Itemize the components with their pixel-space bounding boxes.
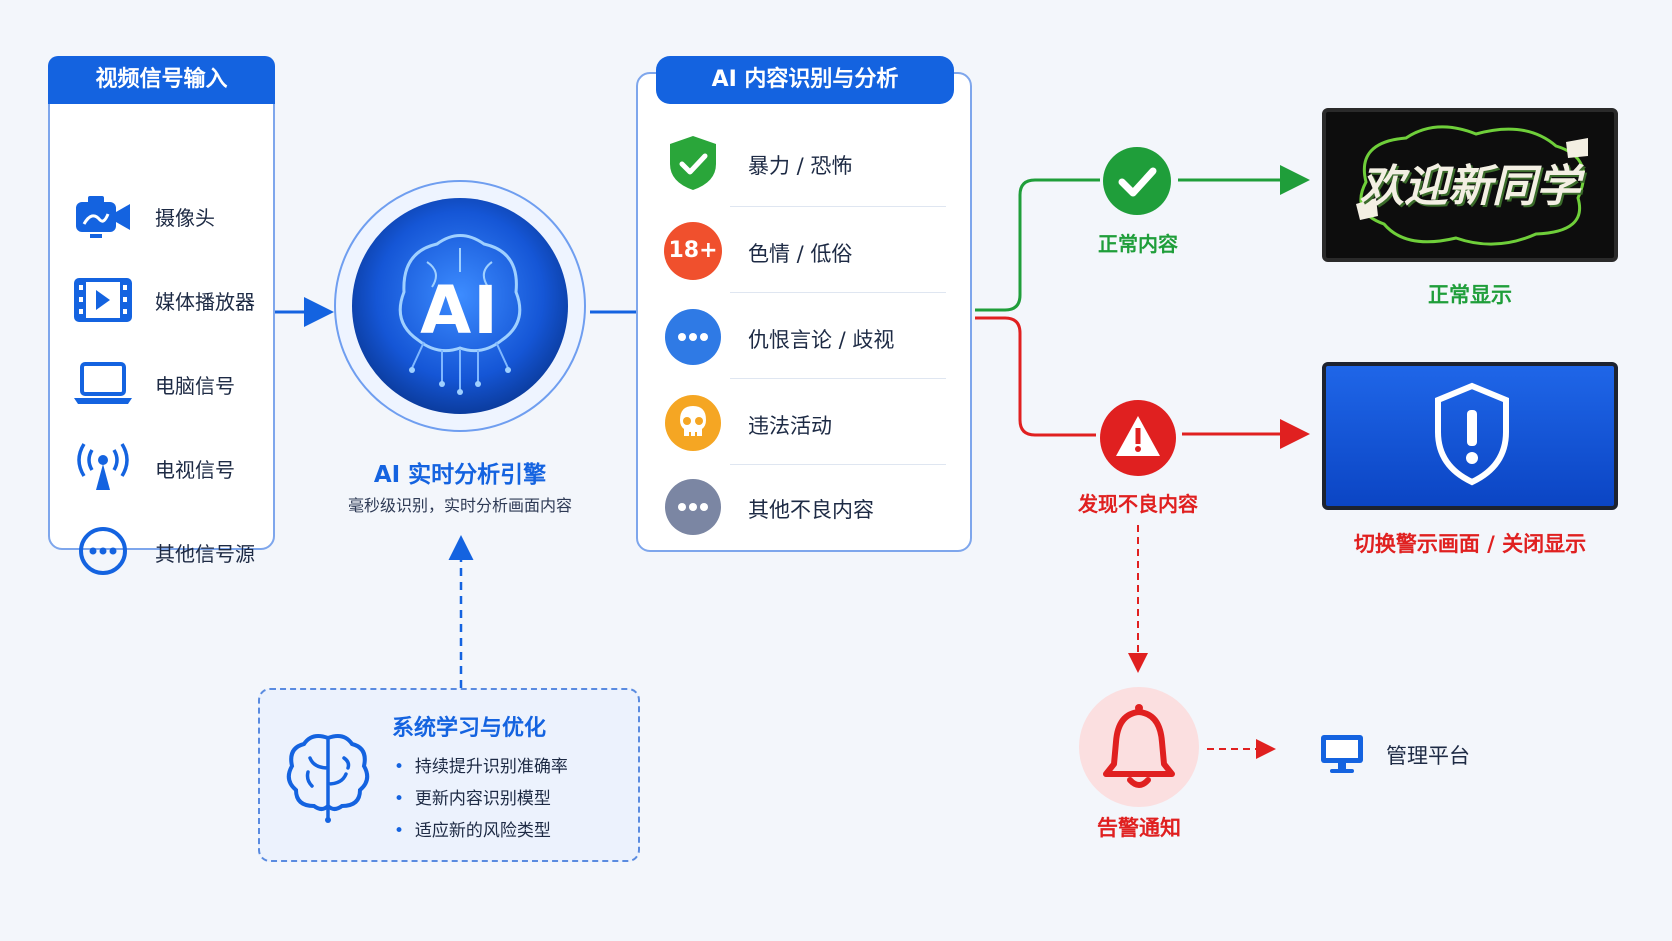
source-computer: 电脑信号 xyxy=(50,354,310,414)
category-other: 其他不良内容 xyxy=(638,474,968,544)
chalk-splash-graphic xyxy=(1356,125,1588,246)
divider xyxy=(730,378,946,379)
source-label: 电脑信号 xyxy=(155,374,235,398)
category-label: 暴力 / 恐怖 xyxy=(748,154,853,178)
source-other: 其他信号源 xyxy=(50,522,310,582)
normal-content-label: 正常内容 xyxy=(1098,232,1178,256)
18-plus-icon: 18+ xyxy=(664,222,722,280)
antenna-icon xyxy=(77,443,129,490)
check-circle-icon xyxy=(1103,147,1171,215)
brain-icon xyxy=(286,734,370,823)
camera-icon xyxy=(76,196,130,238)
chat-dots-icon xyxy=(665,309,721,365)
ai-badge: AI xyxy=(420,272,500,349)
arrow-to-bad xyxy=(975,316,1096,437)
engine-title: AI 实时分析引擎 xyxy=(373,462,547,488)
divider xyxy=(730,206,946,207)
input-panel-title: 视频信号输入 xyxy=(48,56,275,104)
bullet-dot: • xyxy=(394,789,415,809)
category-violence: 暴力 / 恐怖 xyxy=(638,130,968,200)
bullet-dot: • xyxy=(394,757,415,777)
learning-title: 系统学习与优化 xyxy=(392,716,547,741)
learning-item: • 更新内容识别模型 xyxy=(394,784,551,809)
bullet-dot: • xyxy=(394,821,415,841)
warning-circle-icon xyxy=(1100,400,1176,476)
learning-panel: 系统学习与优化 • 持续提升识别准确率 • 更新内容识别模型 • 适应新的风险类… xyxy=(258,688,640,862)
more-dots-icon xyxy=(665,479,721,535)
welcome-text: 欢迎新同学 xyxy=(1360,161,1580,212)
category-illegal: 违法活动 xyxy=(638,390,968,460)
source-label: 其他信号源 xyxy=(155,542,255,566)
category-label: 违法活动 xyxy=(748,414,832,438)
management-platform-label: 管理平台 xyxy=(1386,744,1470,768)
category-label: 色情 / 低俗 xyxy=(748,242,853,266)
laptop-icon xyxy=(74,362,132,404)
analysis-panel: AI 内容识别与分析 暴力 / 恐怖 18+ 色情 / 低俗 仇恨言论 / 歧视… xyxy=(636,56,972,552)
18-plus-text: 18+ xyxy=(668,238,718,263)
shield-check-icon xyxy=(670,136,716,190)
category-hate-speech: 仇恨言论 / 歧视 xyxy=(638,304,968,374)
divider xyxy=(730,464,946,465)
arrow-to-normal xyxy=(975,178,1100,312)
learning-item: • 持续提升识别准确率 xyxy=(394,752,568,777)
source-label: 电视信号 xyxy=(155,458,235,482)
learning-item: • 适应新的风险类型 xyxy=(394,816,551,841)
category-label: 仇恨言论 / 歧视 xyxy=(748,328,895,352)
ai-engine: AI xyxy=(332,172,588,440)
film-icon xyxy=(74,278,132,322)
warning-screen xyxy=(1322,362,1618,510)
normal-display-label: 正常显示 xyxy=(1428,283,1512,307)
shield-alert-icon xyxy=(1435,382,1509,486)
input-panel: 视频信号输入 摄像头 媒体播放器 电脑信号 xyxy=(48,56,275,575)
source-label: 摄像头 xyxy=(155,206,215,230)
category-porn: 18+ 色情 / 低俗 xyxy=(638,218,968,288)
source-media-player: 媒体播放器 xyxy=(50,270,310,330)
monitor-icon xyxy=(1321,735,1363,773)
learning-item-text: 持续提升识别准确率 xyxy=(414,757,568,777)
analysis-panel-title: AI 内容识别与分析 xyxy=(656,56,954,104)
category-label: 其他不良内容 xyxy=(748,498,874,522)
alert-notice-label: 告警通知 xyxy=(1097,816,1181,840)
learning-item-text: 更新内容识别模型 xyxy=(414,789,551,809)
ai-brain-icon xyxy=(334,180,586,432)
skull-icon xyxy=(665,395,721,451)
source-tv: 电视信号 xyxy=(50,438,310,498)
bad-content-label: 发现不良内容 xyxy=(1078,492,1198,516)
source-camera: 摄像头 xyxy=(50,186,310,246)
more-icon xyxy=(79,527,127,575)
engine-subtitle: 毫秒级识别，实时分析画面内容 xyxy=(347,496,572,515)
learning-item-text: 适应新的风险类型 xyxy=(414,821,551,841)
bell-icon xyxy=(1079,687,1199,807)
divider xyxy=(730,292,946,293)
switch-warning-label: 切换警示画面 / 关闭显示 xyxy=(1353,532,1587,556)
normal-screen: 欢迎新同学 xyxy=(1322,108,1618,262)
source-label: 媒体播放器 xyxy=(155,290,255,314)
